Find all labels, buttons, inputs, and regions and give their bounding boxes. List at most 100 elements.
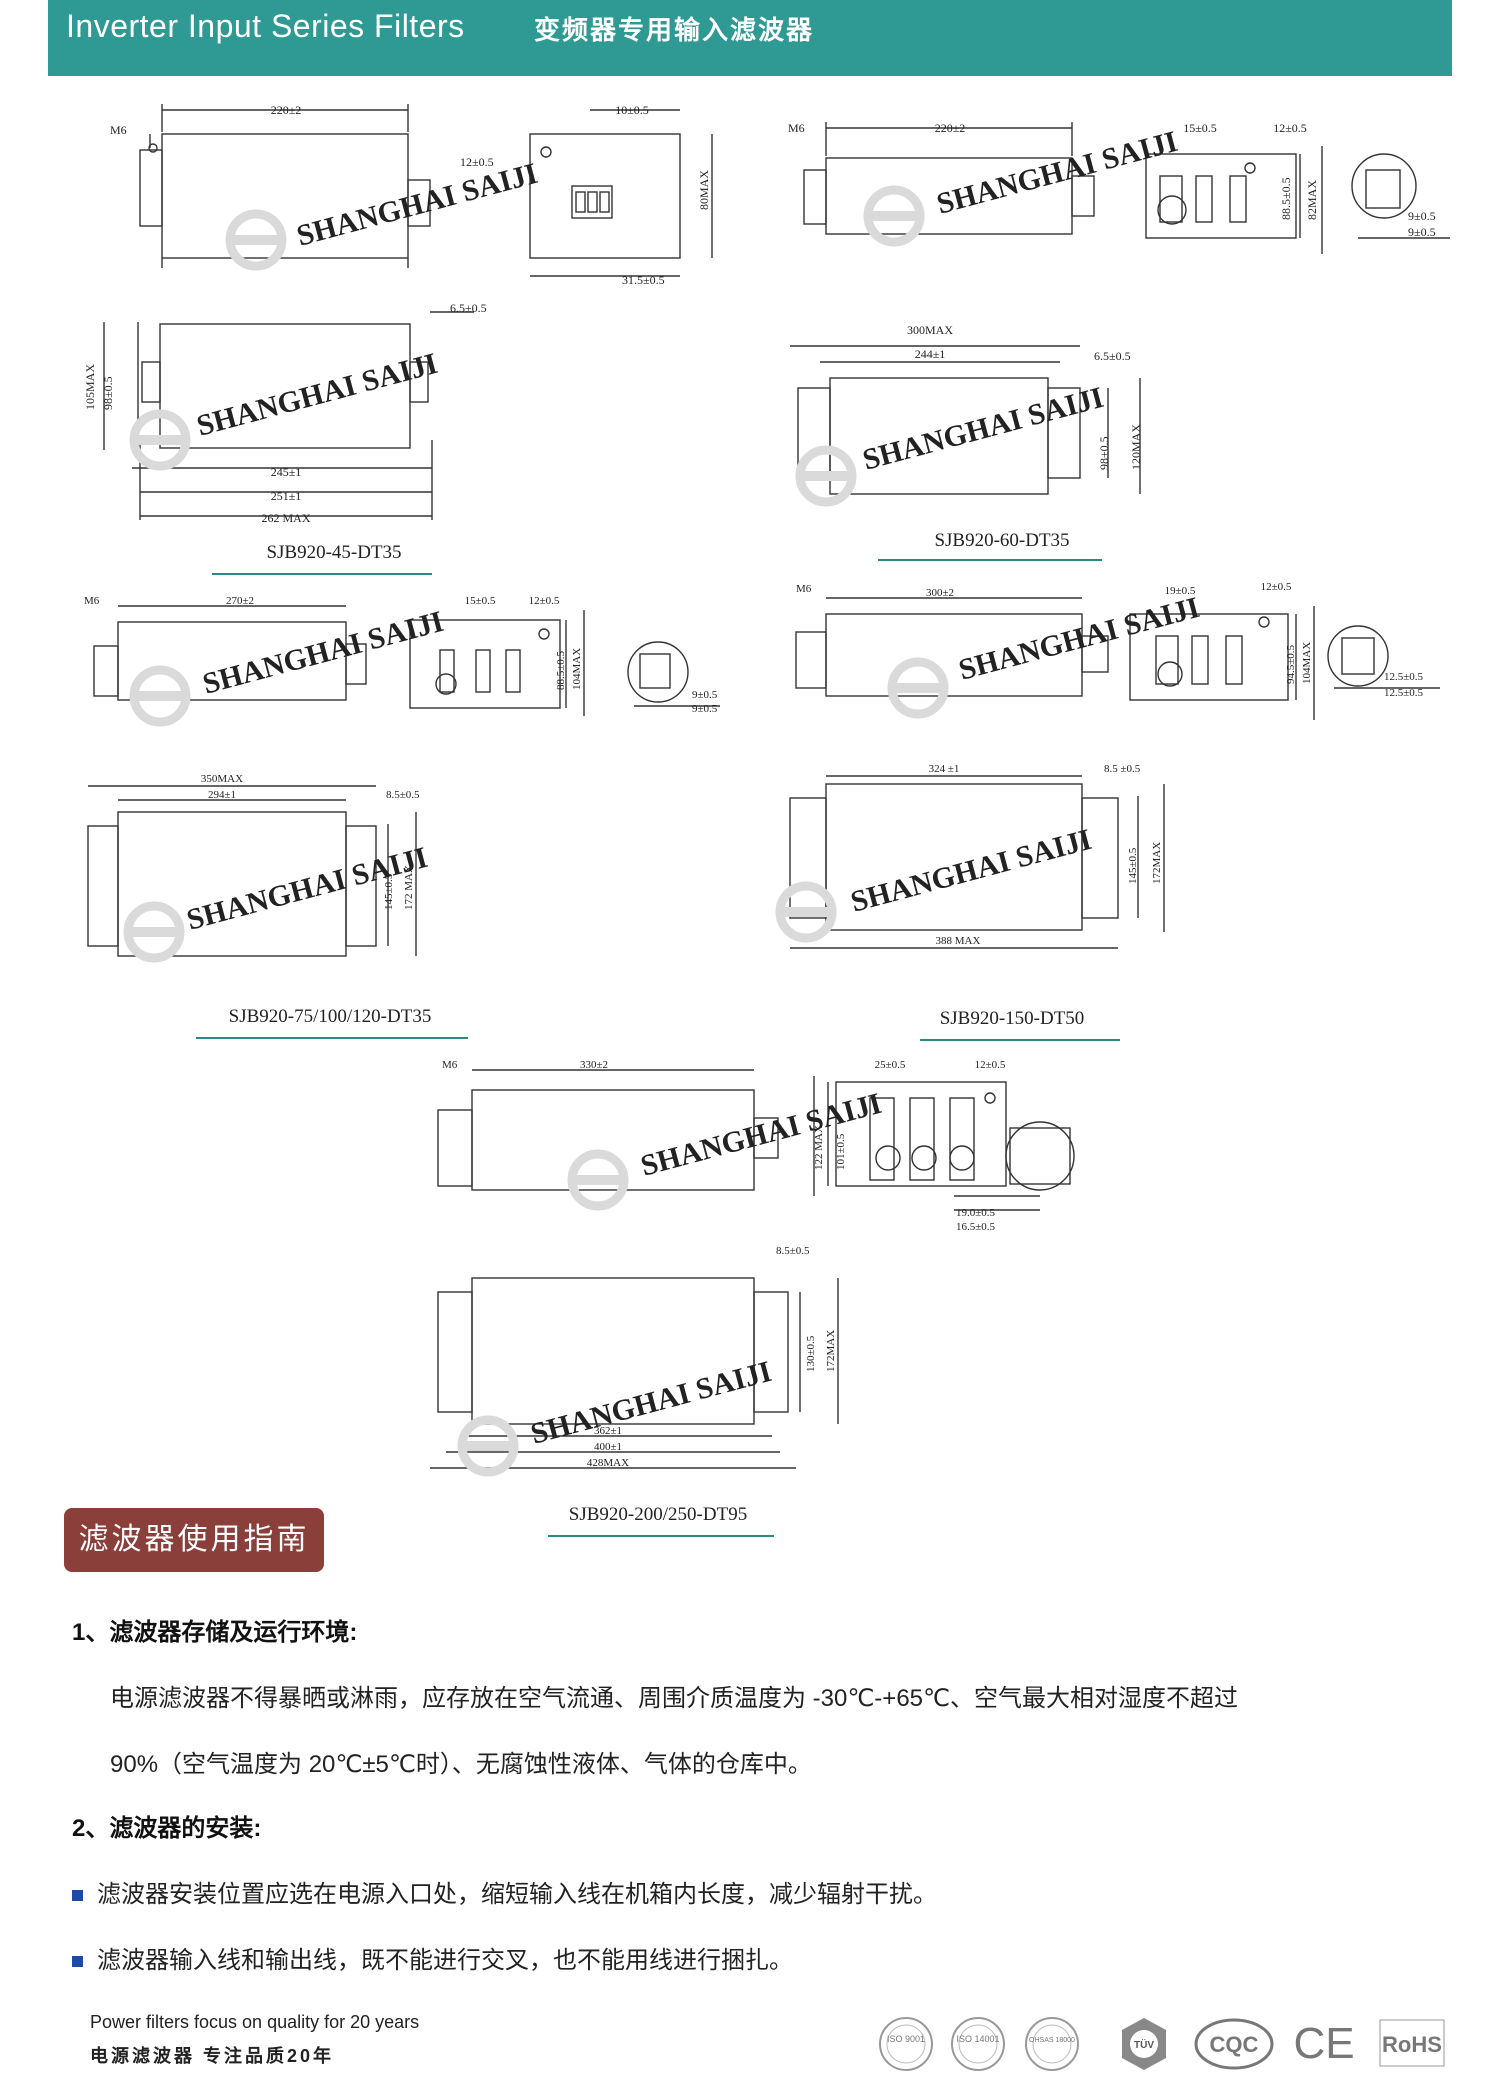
- svg-text:172MAX: 172MAX: [825, 1330, 837, 1372]
- svg-text:SHANGHAI SAIJI: SHANGHAI SAIJI: [193, 347, 441, 443]
- svg-text:172MAX: 172MAX: [1151, 842, 1163, 884]
- svg-text:SHANGHAI SAIJI: SHANGHAI SAIJI: [847, 823, 1095, 919]
- rohs-badge: RoHS: [1379, 2019, 1445, 2067]
- drawing-sjb920-75-100-120-dt35: [87, 605, 720, 957]
- svg-text:428MAX: 428MAX: [587, 1457, 629, 1469]
- ce-badge: CE: [1293, 2019, 1354, 2068]
- bullet-item-1: 滤波器安装位置应选在电源入口处，缩短输入线在机箱内长度，减少辐射干扰。: [72, 1874, 937, 1909]
- svg-text:M6: M6: [84, 595, 100, 607]
- model-label-150: SJB920-150-DT50: [940, 1008, 1085, 1029]
- svg-text:TÜV: TÜV: [1134, 2038, 1154, 2051]
- svg-text:88.5±0.5: 88.5±0.5: [555, 650, 567, 690]
- svg-text:SHANGHAI SAIJI: SHANGHAI SAIJI: [637, 1087, 885, 1183]
- svg-text:M6: M6: [110, 123, 127, 137]
- dim-labels-45: 220±2 10±0.5 12±0.5 80MAX 31.5±0.5 6.5±0…: [83, 103, 711, 525]
- svg-text:6.5±0.5: 6.5±0.5: [450, 301, 487, 315]
- svg-text:104MAX: 104MAX: [1301, 642, 1313, 684]
- svg-text:RoHS: RoHS: [1382, 2032, 1442, 2057]
- model-label-200: SJB920-200/250-DT95: [569, 1504, 747, 1525]
- svg-text:M6: M6: [442, 1059, 458, 1071]
- section-1-line-2: 90%（空气温度为 20℃±5℃时）、无腐蚀性液体、气体的仓库中。: [110, 1751, 812, 1778]
- guide-badge: 滤波器使用指南: [64, 1508, 324, 1572]
- svg-text:145±0.5: 145±0.5: [383, 873, 395, 910]
- tuv-badge: TÜV: [1122, 2018, 1166, 2070]
- svg-text:M6: M6: [788, 121, 805, 135]
- model-label-60: SJB920-60-DT35: [934, 530, 1069, 551]
- dim-labels-75: 270±2 15±0.5 12±0.5 88.5±0.5 104MAX 9±0.…: [84, 595, 718, 910]
- dim-labels-60: 220±2 15±0.5 12±0.5 88.5±0.5 82MAX 9±0.5…: [788, 121, 1436, 470]
- svg-text:8.5 ±0.5: 8.5 ±0.5: [1104, 763, 1141, 775]
- iso-14001-badge: ISO 14001: [951, 2017, 1005, 2071]
- svg-text:130±0.5: 130±0.5: [805, 1335, 817, 1372]
- svg-text:CQC: CQC: [1210, 2032, 1259, 2057]
- svg-text:10±0.5: 10±0.5: [615, 103, 649, 117]
- svg-text:388 MAX: 388 MAX: [936, 935, 981, 947]
- svg-text:220±2: 220±2: [271, 103, 302, 117]
- svg-text:104MAX: 104MAX: [571, 648, 583, 690]
- bullet-text-2: 滤波器输入线和输出线，既不能进行交叉，也不能用线进行捆扎。: [97, 1947, 793, 1974]
- svg-text:270±2: 270±2: [226, 595, 254, 607]
- svg-text:12±0.5: 12±0.5: [1261, 581, 1292, 593]
- svg-text:12±0.5: 12±0.5: [975, 1059, 1006, 1071]
- svg-text:88.5±0.5: 88.5±0.5: [1279, 177, 1293, 220]
- svg-text:120MAX: 120MAX: [1129, 424, 1143, 470]
- svg-text:M6: M6: [796, 583, 812, 595]
- section-1-line-1: 电源滤波器不得暴晒或淋雨，应存放在空气流通、周围介质温度为 -30℃-+65℃、…: [110, 1685, 1238, 1712]
- svg-text:330±2: 330±2: [580, 1059, 608, 1071]
- svg-text:122 MAX: 122 MAX: [813, 1125, 825, 1170]
- technical-drawings: 220±2 10±0.5 12±0.5 80MAX 31.5±0.5 6.5±0…: [83, 103, 1450, 1537]
- bullet-square-icon: [72, 1890, 83, 1902]
- svg-text:294±1: 294±1: [208, 789, 236, 801]
- certification-badges: ISO 9001 ISO 14001 OHSAS 18000 TÜV CQC C…: [879, 2017, 1445, 2071]
- bullet-item-2: 滤波器输入线和输出线，既不能进行交叉，也不能用线进行捆扎。: [72, 1940, 793, 1975]
- header-title-en: Inverter Input Series Filters: [66, 8, 465, 44]
- svg-text:12±0.5: 12±0.5: [529, 595, 560, 607]
- svg-text:172 MAX: 172 MAX: [403, 865, 415, 910]
- svg-text:350MAX: 350MAX: [201, 773, 243, 785]
- svg-text:12.5±0.5: 12.5±0.5: [1384, 687, 1424, 699]
- svg-text:82MAX: 82MAX: [1305, 180, 1319, 220]
- drawing-sjb920-200-250-dt95: [430, 1069, 1075, 1469]
- svg-text:251±1: 251±1: [271, 489, 302, 503]
- bullet-text-1: 滤波器安装位置应选在电源入口处，缩短输入线在机箱内长度，减少辐射干扰。: [97, 1881, 937, 1908]
- svg-text:105MAX: 105MAX: [83, 364, 97, 410]
- dim-labels-150: 300±2 19±0.5 12±0.5 94.5±0.5 104MAX 12.5…: [796, 581, 1424, 947]
- svg-text:SHANGHAI SAIJI: SHANGHAI SAIJI: [859, 381, 1107, 477]
- svg-text:300±2: 300±2: [926, 587, 954, 599]
- svg-text:12.5±0.5: 12.5±0.5: [1384, 671, 1424, 683]
- svg-text:12±0.5: 12±0.5: [460, 155, 494, 169]
- cqc-badge: CQC: [1194, 2018, 1274, 2070]
- svg-text:19.0±0.5: 19.0±0.5: [956, 1207, 996, 1219]
- section-2-title: 2、滤波器的安装:: [72, 1815, 262, 1842]
- svg-text:245±1: 245±1: [271, 465, 302, 479]
- page-header: Inverter Input Series Filters 变频器专用输入滤波器: [48, 0, 1452, 76]
- svg-text:9±0.5: 9±0.5: [1408, 225, 1436, 239]
- svg-text:16.5±0.5: 16.5±0.5: [956, 1221, 996, 1233]
- svg-text:145±0.5: 145±0.5: [1127, 847, 1139, 884]
- svg-text:244±1: 244±1: [915, 347, 946, 361]
- svg-text:324 ±1: 324 ±1: [929, 763, 960, 775]
- svg-text:25±0.5: 25±0.5: [875, 1059, 906, 1071]
- svg-text:ISO 9001: ISO 9001: [887, 2034, 925, 2044]
- svg-text:220±2: 220±2: [935, 121, 966, 135]
- iso-9001-badge: ISO 9001: [879, 2017, 933, 2071]
- svg-text:8.5±0.5: 8.5±0.5: [776, 1245, 810, 1257]
- svg-text:CE: CE: [1293, 2019, 1354, 2068]
- model-label-75: SJB920-75/100/120-DT35: [229, 1006, 432, 1027]
- svg-text:94.5±0.5: 94.5±0.5: [1285, 644, 1297, 684]
- footer-slogan-en: Power filters focus on quality for 20 ye…: [90, 2012, 420, 2032]
- watermark: SHANGHAI SAIJI SHANGHAI SAIJI SHANGHAI S…: [126, 125, 1203, 1472]
- svg-text:12±0.5: 12±0.5: [1273, 121, 1307, 135]
- svg-text:9±0.5: 9±0.5: [1408, 209, 1436, 223]
- svg-text:15±0.5: 15±0.5: [1183, 121, 1217, 135]
- svg-text:OHSAS 18000: OHSAS 18000: [1029, 2037, 1075, 2044]
- svg-text:300MAX: 300MAX: [907, 323, 953, 337]
- svg-text:262 MAX: 262 MAX: [261, 511, 310, 525]
- svg-text:80MAX: 80MAX: [697, 170, 711, 210]
- svg-text:15±0.5: 15±0.5: [465, 595, 496, 607]
- dim-labels-200: 330±2 25±0.5 12±0.5 101±0.5 122 MAX 19.0…: [442, 1059, 1006, 1469]
- svg-text:98±0.5: 98±0.5: [1097, 436, 1111, 470]
- svg-text:9±0.5: 9±0.5: [692, 689, 718, 701]
- svg-text:101±0.5: 101±0.5: [835, 1133, 847, 1170]
- svg-text:31.5±0.5: 31.5±0.5: [622, 273, 665, 287]
